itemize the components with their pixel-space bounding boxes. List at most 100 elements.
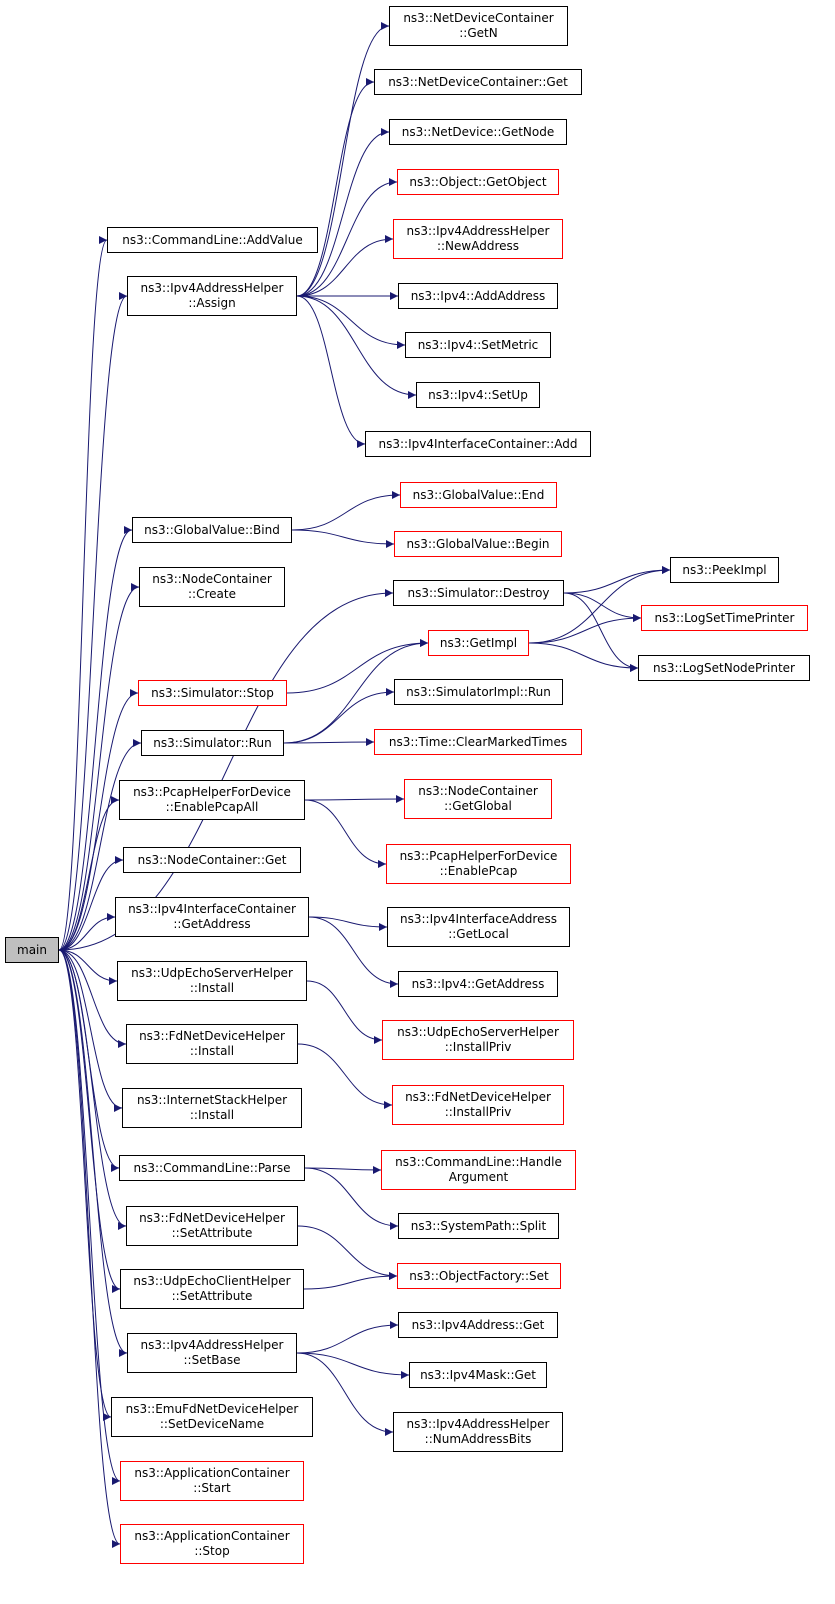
- edge-main-to-ipv4ah-assign: [58, 292, 128, 951]
- node-inet-install[interactable]: ns3::InternetStackHelper::Install: [122, 1088, 302, 1128]
- node-ipv4mask-get[interactable]: ns3::Ipv4Mask::Get: [409, 1362, 547, 1388]
- edge-pcap-enableall-to-nc-getglobal: [304, 795, 405, 804]
- node-ipv4ah-setbase[interactable]: ns3::Ipv4AddressHelper::SetBase: [127, 1333, 297, 1373]
- node-obj-getobject[interactable]: ns3::Object::GetObject: [397, 169, 559, 195]
- node-ipv4ia-getlocal[interactable]: ns3::Ipv4InterfaceAddress::GetLocal: [387, 907, 570, 947]
- node-label: ns3::CommandLine::AddValue: [122, 232, 303, 247]
- node-gv-end[interactable]: ns3::GlobalValue::End: [400, 482, 557, 508]
- node-label: ::GetGlobal: [444, 799, 512, 813]
- node-ndc-get[interactable]: ns3::NetDeviceContainer::Get: [374, 69, 582, 95]
- node-ndc-getn[interactable]: ns3::NetDeviceContainer::GetN: [389, 6, 568, 46]
- node-main: main: [5, 937, 59, 963]
- node-label: ns3::ApplicationContainer: [134, 1529, 290, 1543]
- node-pcap-enableall[interactable]: ns3::PcapHelperForDevice::EnablePcapAll: [119, 780, 305, 820]
- node-ipv4-getaddress[interactable]: ns3::Ipv4::GetAddress: [398, 971, 558, 997]
- edge-sim-run-to-time-clearmarked: [283, 738, 375, 747]
- node-logsettimeprinter[interactable]: ns3::LogSetTimePrinter: [641, 605, 808, 631]
- edge-ipv4ah-setbase-to-ipv4mask-get: [296, 1352, 410, 1379]
- edge-main-to-nc-get: [58, 856, 124, 951]
- node-label: ::SetBase: [183, 1353, 241, 1367]
- node-fdnet-installpriv[interactable]: ns3::FdNetDeviceHelper::InstallPriv: [392, 1085, 564, 1125]
- node-nc-get[interactable]: ns3::NodeContainer::Get: [123, 847, 301, 873]
- edge-main-to-nc-create: [58, 583, 140, 951]
- node-cl-parse[interactable]: ns3::CommandLine::Parse: [119, 1155, 305, 1181]
- edge-ipv4ic-getaddress-to-ipv4ia-getlocal: [308, 916, 388, 931]
- node-logsetnodeprinter[interactable]: ns3::LogSetNodePrinter: [638, 655, 810, 681]
- node-label: ns3::PcapHelperForDevice: [133, 785, 291, 799]
- node-label: ns3::NetDevice::GetNode: [401, 124, 555, 139]
- node-sim-destroy[interactable]: ns3::Simulator::Destroy: [393, 580, 564, 606]
- node-pcap-enablepcap[interactable]: ns3::PcapHelperForDevice::EnablePcap: [386, 844, 571, 884]
- node-ipv4-addaddress[interactable]: ns3::Ipv4::AddAddress: [398, 283, 558, 309]
- node-peekimpl[interactable]: ns3::PeekImpl: [670, 557, 779, 583]
- node-label: ns3::Ipv4AddressHelper: [406, 224, 550, 238]
- node-simimpl-run[interactable]: ns3::SimulatorImpl::Run: [394, 679, 563, 705]
- node-label: ns3::FdNetDeviceHelper: [405, 1090, 551, 1104]
- node-label: ::SetAttribute: [171, 1226, 253, 1240]
- node-gv-bind[interactable]: ns3::GlobalValue::Bind: [132, 517, 292, 543]
- node-label: ns3::EmuFdNetDeviceHelper: [125, 1402, 299, 1416]
- node-getimpl[interactable]: ns3::GetImpl: [428, 630, 529, 656]
- node-label: ns3::UdpEchoServerHelper: [131, 966, 293, 980]
- node-syspath-split[interactable]: ns3::SystemPath::Split: [398, 1213, 559, 1239]
- node-ipv4ah-numaddrbits[interactable]: ns3::Ipv4AddressHelper::NumAddressBits: [393, 1412, 563, 1452]
- node-ipv4-setmetric[interactable]: ns3::Ipv4::SetMetric: [405, 332, 551, 358]
- edge-ipv4ah-assign-to-ipv4-setmetric: [296, 295, 406, 349]
- node-fdnet-install[interactable]: ns3::FdNetDeviceHelper::Install: [126, 1024, 298, 1064]
- node-time-clearmarked[interactable]: ns3::Time::ClearMarkedTimes: [374, 729, 582, 755]
- node-label: ::InstallPriv: [444, 1105, 512, 1119]
- node-label: ::Start: [193, 1481, 231, 1495]
- node-objfactory-set[interactable]: ns3::ObjectFactory::Set: [397, 1263, 561, 1289]
- node-label: ns3::Ipv4::AddAddress: [410, 288, 546, 303]
- edge-main-to-ipv4ic-getaddress: [58, 913, 116, 951]
- node-label: ns3::LogSetNodePrinter: [653, 660, 795, 675]
- node-label: ::Stop: [194, 1544, 230, 1558]
- node-label: ::EnablePcap: [439, 864, 518, 878]
- edge-ipv4ah-assign-to-obj-getobject: [296, 178, 398, 297]
- node-udpserver-install[interactable]: ns3::UdpEchoServerHelper::Install: [117, 961, 307, 1001]
- node-nc-create[interactable]: ns3::NodeContainer::Create: [139, 567, 285, 607]
- node-ipv4ah-newaddress[interactable]: ns3::Ipv4AddressHelper::NewAddress: [393, 219, 563, 259]
- node-app-start[interactable]: ns3::ApplicationContainer::Start: [120, 1461, 304, 1501]
- node-label: ns3::NetDeviceContainer: [403, 11, 554, 25]
- node-sim-stop[interactable]: ns3::Simulator::Stop: [138, 680, 287, 706]
- node-fdnet-setattr[interactable]: ns3::FdNetDeviceHelper::SetAttribute: [126, 1206, 298, 1246]
- node-gv-begin[interactable]: ns3::GlobalValue::Begin: [394, 531, 562, 557]
- node-ipv4-setup[interactable]: ns3::Ipv4::SetUp: [416, 382, 540, 408]
- edge-gv-bind-to-gv-begin: [291, 529, 395, 548]
- node-label: ns3::PeekImpl: [682, 562, 767, 577]
- node-ipv4ic-getaddress[interactable]: ns3::Ipv4InterfaceContainer::GetAddress: [115, 897, 309, 937]
- edge-ipv4ah-setbase-to-ipv4addr-get: [296, 1321, 399, 1354]
- edge-main-to-pcap-enableall: [58, 796, 120, 951]
- node-label: ns3::CommandLine::Parse: [133, 1160, 291, 1175]
- node-emufd-setdevname[interactable]: ns3::EmuFdNetDeviceHelper::SetDeviceName: [111, 1397, 313, 1437]
- node-label: ::GetAddress: [173, 917, 251, 931]
- edge-fdnet-setattr-to-objfactory-set: [297, 1225, 398, 1280]
- node-label: main: [17, 942, 47, 957]
- node-sim-run[interactable]: ns3::Simulator::Run: [141, 730, 284, 756]
- node-ipv4ah-assign[interactable]: ns3::Ipv4AddressHelper::Assign: [127, 276, 297, 316]
- node-cl-addvalue[interactable]: ns3::CommandLine::AddValue: [107, 227, 318, 253]
- node-label: ns3::Ipv4::SetUp: [428, 387, 528, 402]
- node-udpclient-setattr[interactable]: ns3::UdpEchoClientHelper::SetAttribute: [120, 1269, 304, 1309]
- edge-ipv4ah-assign-to-nd-getnode: [296, 128, 390, 297]
- edge-ipv4ah-assign-to-ipv4ah-newaddress: [296, 235, 394, 297]
- node-label: ns3::PcapHelperForDevice: [399, 849, 558, 863]
- node-nd-getnode[interactable]: ns3::NetDevice::GetNode: [389, 119, 567, 145]
- node-ipv4addr-get[interactable]: ns3::Ipv4Address::Get: [398, 1312, 558, 1338]
- edge-fdnet-install-to-fdnet-installpriv: [297, 1043, 393, 1109]
- node-label: ns3::InternetStackHelper: [136, 1093, 288, 1107]
- node-udpserver-installpriv[interactable]: ns3::UdpEchoServerHelper::InstallPriv: [382, 1020, 574, 1060]
- node-label: ns3::Ipv4::SetMetric: [417, 337, 539, 352]
- edge-main-to-fdnet-setattr: [58, 949, 127, 1230]
- node-nc-getglobal[interactable]: ns3::NodeContainer::GetGlobal: [404, 779, 552, 819]
- node-label: ns3::Ipv4AddressHelper: [406, 1417, 550, 1431]
- node-label: ::Install: [189, 1044, 235, 1058]
- node-ipv4ic-add[interactable]: ns3::Ipv4InterfaceContainer::Add: [365, 431, 591, 457]
- node-label: ns3::UdpEchoServerHelper: [397, 1025, 559, 1039]
- edge-sim-stop-to-getimpl: [286, 639, 429, 694]
- node-app-stop[interactable]: ns3::ApplicationContainer::Stop: [120, 1524, 304, 1564]
- edge-main-to-fdnet-install: [58, 949, 127, 1048]
- node-label: ns3::Ipv4AddressHelper: [140, 1338, 284, 1352]
